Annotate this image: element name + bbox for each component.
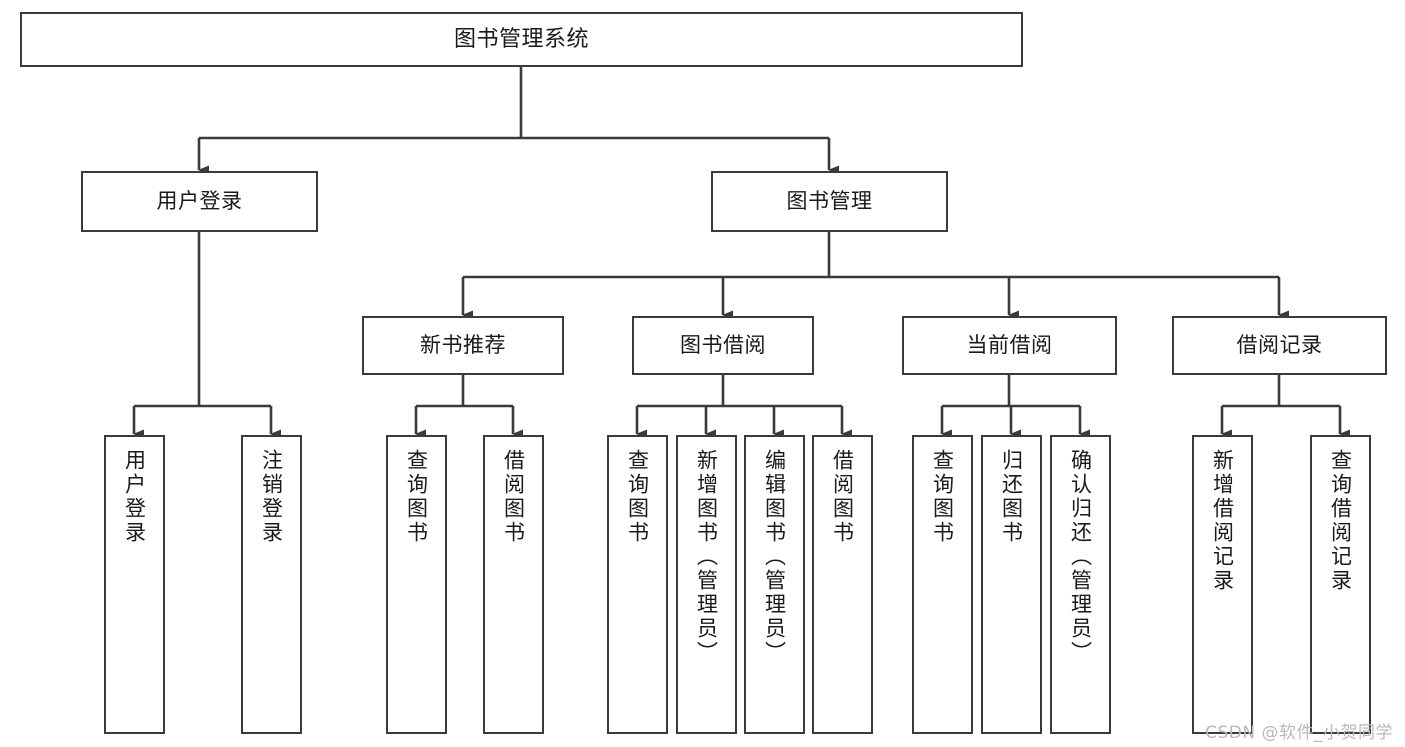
connector-lines [132,67,1350,439]
node-label: 查询图书 [930,449,955,545]
node-label: 借阅记录 [1236,333,1323,358]
node-label: 图书借阅 [680,333,766,358]
node-label: 图书管理系统 [453,26,589,52]
node-leaf-10-确认归还（管理员）[interactable]: 确认归还（管理员） [1050,435,1111,734]
node-leaf-9-归还图书[interactable]: 归还图书 [981,435,1042,734]
node-label: 图书管理 [786,189,873,214]
watermark-label: CSDN @软件_小贺同学 [1205,723,1393,743]
node-label: 当前借阅 [966,333,1053,358]
node-label: 用户登录 [122,449,147,545]
node-level2-图书管理[interactable]: 图书管理 [711,171,948,232]
node-leaf-0-用户登录[interactable]: 用户登录 [104,435,165,734]
node-label: 查询借阅记录 [1328,449,1353,593]
node-label: 新增图书（管理员） [694,449,719,665]
node-leaf-11-新增借阅记录[interactable]: 新增借阅记录 [1192,435,1253,734]
node-leaf-1-注销登录[interactable]: 注销登录 [241,435,302,734]
node-leaf-7-借阅图书[interactable]: 借阅图书 [812,435,873,734]
node-level3-图书借阅[interactable]: 图书借阅 [632,316,814,375]
node-level3-借阅记录[interactable]: 借阅记录 [1172,316,1387,375]
node-label: 归还图书 [999,449,1024,545]
node-leaf-12-查询借阅记录[interactable]: 查询借阅记录 [1310,435,1371,734]
node-leaf-6-编辑图书（管理员）[interactable]: 编辑图书（管理员） [744,435,805,734]
node-label: 新增借阅记录 [1210,449,1235,593]
node-leaf-2-查询图书[interactable]: 查询图书 [386,435,447,734]
node-level3-当前借阅[interactable]: 当前借阅 [902,316,1117,375]
node-leaf-8-查询图书[interactable]: 查询图书 [912,435,973,734]
node-label: 用户登录 [156,189,243,214]
node-leaf-3-借阅图书[interactable]: 借阅图书 [483,435,544,734]
node-leaf-4-查询图书[interactable]: 查询图书 [607,435,668,734]
node-label: 编辑图书（管理员） [762,449,787,665]
node-label: 查询图书 [625,449,650,545]
node-label: 确认归还（管理员） [1068,449,1093,665]
node-label: 查询图书 [404,449,429,545]
node-level3-新书推荐[interactable]: 新书推荐 [362,316,564,375]
node-level2-用户登录[interactable]: 用户登录 [81,171,318,232]
node-label: 新书推荐 [420,333,506,358]
node-label: 借阅图书 [501,449,526,545]
node-label: 注销登录 [259,449,284,545]
node-label: 借阅图书 [830,449,855,545]
node-root-图书管理系统[interactable]: 图书管理系统 [20,12,1023,67]
node-leaf-5-新增图书（管理员）[interactable]: 新增图书（管理员） [676,435,737,734]
